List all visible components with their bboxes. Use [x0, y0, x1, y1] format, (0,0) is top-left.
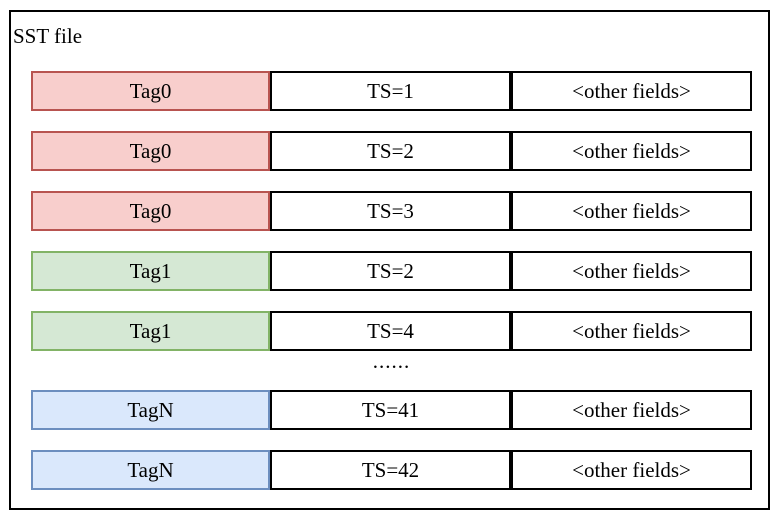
timestamp-cell: TS=1: [270, 71, 511, 111]
table-row: TagN TS=41 <other fields>: [31, 390, 752, 430]
tag-cell: Tag0: [31, 191, 270, 231]
table-row: Tag0 TS=3 <other fields>: [31, 191, 752, 231]
other-fields-cell: <other fields>: [511, 131, 752, 171]
tag-cell: Tag0: [31, 131, 270, 171]
table-row: Tag1 TS=4 <other fields>: [31, 311, 752, 351]
diagram-title: SST file: [13, 24, 83, 48]
timestamp-cell: TS=2: [270, 131, 511, 171]
timestamp-cell: TS=41: [270, 390, 511, 430]
other-fields-cell: <other fields>: [511, 311, 752, 351]
other-fields-cell: <other fields>: [511, 191, 752, 231]
timestamp-cell: TS=4: [270, 311, 511, 351]
tag-cell: Tag1: [31, 311, 270, 351]
timestamp-cell: TS=3: [270, 191, 511, 231]
other-fields-cell: <other fields>: [511, 390, 752, 430]
table-row: Tag0 TS=1 <other fields>: [31, 71, 752, 111]
tag-cell: Tag0: [31, 71, 270, 111]
timestamp-cell: TS=2: [270, 251, 511, 291]
row-list: Tag0 TS=1 <other fields> Tag0 TS=2 <othe…: [31, 71, 752, 510]
tag-cell: TagN: [31, 450, 270, 490]
other-fields-cell: <other fields>: [511, 450, 752, 490]
table-row: Tag1 TS=2 <other fields>: [31, 251, 752, 291]
table-row: Tag0 TS=2 <other fields>: [31, 131, 752, 171]
tag-cell: TagN: [31, 390, 270, 430]
ellipsis: ......: [372, 349, 411, 373]
other-fields-cell: <other fields>: [511, 71, 752, 111]
table-row: TagN TS=42 <other fields>: [31, 450, 752, 490]
timestamp-cell: TS=42: [270, 450, 511, 490]
sst-file-box: SST file Tag0 TS=1 <other fields> Tag0 T…: [9, 10, 770, 510]
other-fields-cell: <other fields>: [511, 251, 752, 291]
tag-cell: Tag1: [31, 251, 270, 291]
